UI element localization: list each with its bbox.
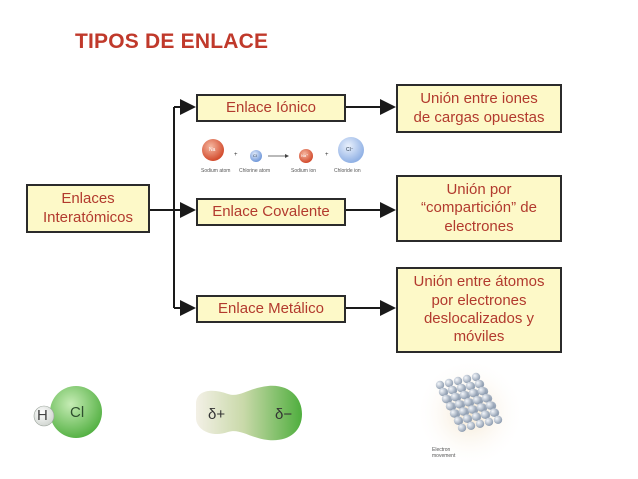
- ionic-bond-box: Enlace Iónico: [196, 94, 346, 122]
- electron-movement-label: Electron movement: [432, 447, 456, 459]
- metal-atom-sphere: [471, 412, 481, 421]
- delta-negative-label: δ−: [275, 406, 293, 423]
- ionic-description-box: Unión entre iones de cargas opuestas: [396, 84, 562, 133]
- metal-atom-sphere: [476, 403, 486, 412]
- covalent-desc-line: electrones: [444, 217, 514, 235]
- hydrogen-sphere-icon: [33, 405, 55, 427]
- metal-atom-sphere: [450, 392, 460, 402]
- metal-atom-sphere: [471, 372, 481, 382]
- covalent-desc-line: “compartición” de: [421, 199, 537, 217]
- metal-atom-sphere: [467, 405, 477, 414]
- source-line-2: Interatómicos: [42, 208, 134, 226]
- chloride-ion-label: Chloride ion: [334, 168, 361, 174]
- metal-atom-sphere: [462, 374, 472, 384]
- sodium-ion-symbol: Na⁺: [301, 153, 309, 158]
- metal-atom-sphere: [447, 385, 457, 395]
- metal-atom-sphere: [449, 409, 459, 418]
- metal-atom-sphere: [481, 394, 491, 403]
- metallic-bond-label: Enlace Metálico: [218, 299, 324, 317]
- metal-atom-sphere: [480, 410, 490, 419]
- metal-atom-sphere: [474, 379, 484, 389]
- metallic-desc-line: por electrones: [431, 291, 527, 309]
- covalent-bond-box: Enlace Covalente: [196, 198, 346, 226]
- metal-atom-sphere: [465, 381, 475, 391]
- chlorine-symbol: Cl: [253, 153, 257, 158]
- metallic-desc-line: móviles: [453, 328, 505, 346]
- metal-atom-sphere: [444, 378, 454, 388]
- page-title: TIPOS DE ENLACE: [75, 30, 269, 53]
- metal-atom-sphere: [463, 398, 473, 407]
- metal-atom-sphere: [445, 402, 455, 411]
- metal-lattice-icon: [435, 372, 503, 432]
- metal-atom-sphere: [466, 421, 476, 430]
- metal-atom-sphere: [477, 386, 487, 396]
- covalent-desc-line: Unión por: [446, 181, 512, 199]
- metal-atom-sphere: [484, 417, 494, 426]
- sodium-symbol: Na: [209, 147, 216, 153]
- metallic-desc-line: Unión entre átomos: [413, 273, 545, 291]
- metal-atom-sphere: [457, 423, 467, 432]
- plus-sign-1: +: [234, 152, 238, 158]
- ionic-desc-line: de cargas opuestas: [413, 108, 545, 126]
- metal-atom-sphere: [459, 390, 469, 400]
- metal-atom-sphere: [485, 401, 495, 410]
- chlorine-atom-icon: [250, 150, 262, 162]
- metal-atom-sphere: [438, 387, 448, 397]
- chlorine-sphere-icon: [50, 386, 102, 438]
- covalent-bond-label: Enlace Covalente: [212, 202, 330, 220]
- sodium-atom-label: Sodium atom: [201, 168, 231, 174]
- dipole-molecule-icon: [196, 385, 302, 441]
- electron-label-line-2: movement: [432, 452, 456, 459]
- source-line-1: Enlaces: [61, 190, 115, 208]
- sodium-ion-icon: [299, 149, 313, 163]
- delta-positive-label: δ+: [208, 406, 226, 423]
- metal-atom-sphere: [493, 415, 503, 424]
- chloride-ion-symbol: Cl⁻: [346, 147, 354, 153]
- metal-atom-sphere: [454, 400, 464, 409]
- metal-atom-sphere: [441, 394, 451, 404]
- ionic-bond-label: Enlace Iónico: [225, 98, 317, 116]
- interatomic-bonds-box: Enlaces Interatómicos: [26, 184, 150, 233]
- electron-label-line-1: Electron: [432, 447, 451, 453]
- chloride-ion-icon: [338, 137, 364, 163]
- metal-atom-sphere: [475, 419, 485, 428]
- metallic-desc-line: deslocalizados y: [423, 310, 535, 327]
- sodium-ion-label: Sodium ion: [291, 168, 317, 174]
- chlorine-symbol-hcl: Cl: [70, 404, 85, 421]
- covalent-description-box: Unión por “compartición” de electrones: [396, 175, 562, 242]
- metal-atom-sphere: [453, 416, 463, 425]
- metallic-description-box: Unión entre átomos por electrones desloc…: [396, 267, 562, 353]
- sodium-atom-icon: [202, 139, 224, 161]
- plus-sign-2: +: [325, 152, 329, 158]
- metal-atom-sphere: [472, 396, 482, 405]
- metal-atom-sphere: [453, 376, 463, 386]
- metal-atom-sphere: [489, 408, 499, 417]
- ionic-desc-line: Unión entre iones: [420, 90, 538, 108]
- metal-atom-sphere: [462, 414, 472, 423]
- metal-atom-sphere: [468, 388, 478, 398]
- metal-atom-sphere: [435, 380, 445, 390]
- hydrogen-symbol: H: [37, 407, 48, 424]
- metal-atom-sphere: [456, 383, 466, 393]
- metal-atom-sphere: [458, 407, 468, 416]
- metallic-bond-box: Enlace Metálico: [196, 295, 346, 323]
- chlorine-atom-label: Chlorine atom: [239, 168, 271, 174]
